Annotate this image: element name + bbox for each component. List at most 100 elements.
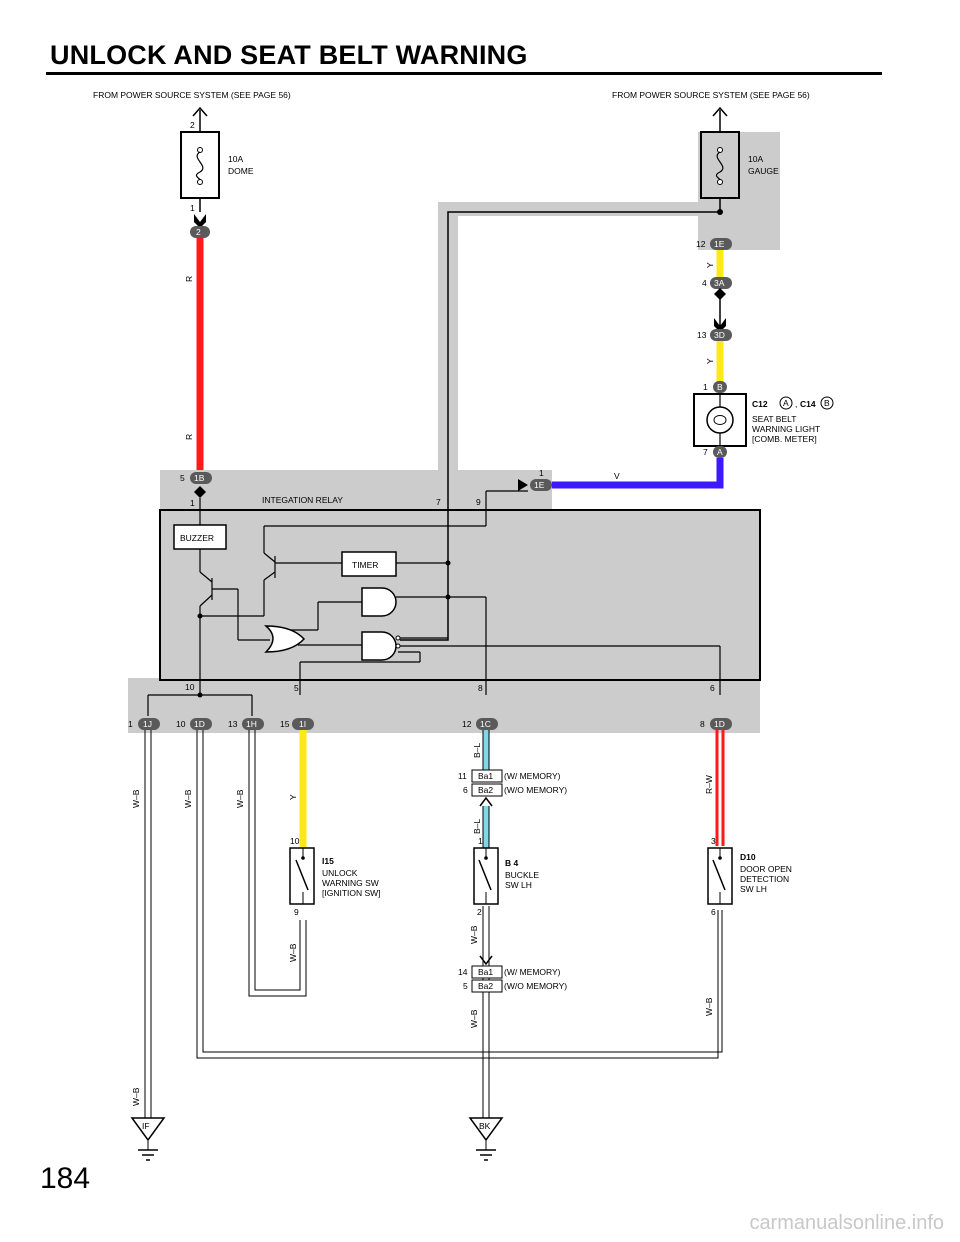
wire-color-wb-5: W–B xyxy=(469,925,479,944)
badge-b-label: B xyxy=(824,398,830,408)
violet-wire xyxy=(552,458,724,489)
dome-fuse-rating: 10A xyxy=(228,154,243,164)
power-source-right-label: FROM POWER SOURCE SYSTEM (SEE PAGE 56) xyxy=(612,90,810,100)
or-gate xyxy=(263,625,306,653)
relay-top-shaded-area xyxy=(160,470,552,510)
component-sep: , xyxy=(795,399,797,409)
pin-8: 8 xyxy=(478,683,483,693)
memory-bot-w: (W/ MEMORY) xyxy=(504,967,561,977)
badge-b xyxy=(820,396,834,410)
pin-12-1e: 12 xyxy=(696,239,706,249)
wire-color-wb-2: W–B xyxy=(183,789,193,808)
warning-light-bulb xyxy=(706,406,734,434)
memory-bot-wo: (W/O MEMORY) xyxy=(504,981,567,991)
wire-color-r-2: R xyxy=(184,434,194,440)
ba2-top-box xyxy=(471,783,503,797)
connector-arrow-3a xyxy=(714,288,726,300)
pin-1-1j: 1 xyxy=(128,719,133,729)
wire-color-bl-2: B–L xyxy=(472,819,482,834)
ba2-bot-label: Ba2 xyxy=(478,981,493,991)
i15-switch xyxy=(289,847,315,905)
gauge-fuse xyxy=(700,106,740,199)
page-title: UNLOCK AND SEAT BELT WARNING xyxy=(50,40,528,70)
wb-ground-wires xyxy=(144,730,723,1118)
badge-a xyxy=(779,396,793,410)
pin-8-1d: 8 xyxy=(700,719,705,729)
buzzer-box xyxy=(173,524,227,550)
connector-1d-a xyxy=(190,718,212,730)
d10-line3: SW LH xyxy=(740,884,767,894)
gauge-fuse-name: GAUGE xyxy=(748,166,779,176)
connector-b-light xyxy=(713,381,727,393)
connector-1e-relay-label: 1E xyxy=(534,480,545,490)
pin-1-1e: 1 xyxy=(539,468,544,478)
connector-b-light-label: B xyxy=(717,382,723,392)
i15-line2: WARNING SW xyxy=(322,878,379,888)
pin-1-relay: 1 xyxy=(190,498,195,508)
splice-relay-3 xyxy=(197,613,203,619)
connector-1e-top xyxy=(710,238,732,250)
upper-shaded-path xyxy=(438,202,698,470)
connector-1i-label: 1I xyxy=(299,719,306,729)
wire-color-wb-7: W–B xyxy=(704,997,714,1016)
connector-1b xyxy=(190,472,212,484)
integration-relay-box xyxy=(159,509,761,681)
pin-5: 5 xyxy=(294,683,299,693)
title-rule xyxy=(46,72,882,75)
connector-1d-a-label: 1D xyxy=(194,719,205,729)
pin-7-a: 7 xyxy=(703,447,708,457)
timer-label: TIMER xyxy=(352,560,378,570)
b4-code: B 4 xyxy=(505,858,519,868)
connector-arrow-ba-bot xyxy=(479,955,493,966)
wire-color-wb-8: W–B xyxy=(131,1087,141,1106)
wire-color-y-1: Y xyxy=(705,262,715,268)
pin-15-1i: 15 xyxy=(280,719,290,729)
dome-fuse-pin-top: 2 xyxy=(190,120,195,130)
splice-relay-2 xyxy=(445,594,451,600)
connector-1d-b xyxy=(710,718,732,730)
i15-line1: UNLOCK xyxy=(322,868,358,878)
connector-1e-top-label: 1E xyxy=(714,239,725,249)
relay-internal-wiring xyxy=(147,490,721,716)
d10-switch xyxy=(707,847,733,905)
connector-1d-b-label: 1D xyxy=(714,719,725,729)
connector-1i xyxy=(292,718,314,730)
connector-a-light-label: A xyxy=(717,447,723,457)
connector-a-light xyxy=(713,446,727,458)
warning-light-line1: SEAT BELT xyxy=(752,414,796,424)
b4-line1: BUCKLE xyxy=(505,870,539,880)
b4-line2: SW LH xyxy=(505,880,532,890)
ba1-bot-label: Ba1 xyxy=(478,967,493,977)
buzzer-label: BUZZER xyxy=(180,533,214,543)
wire-color-bl-1: B–L xyxy=(472,743,482,758)
and-gate-upper xyxy=(361,587,397,617)
warning-light-line2: WARNING LIGHT xyxy=(752,424,820,434)
ba1-bot-box xyxy=(471,965,503,979)
pin-2-b4: 2 xyxy=(477,907,482,917)
ba2-top-label: Ba2 xyxy=(478,785,493,795)
timer-box xyxy=(341,551,397,577)
watermark: carmanualsonline.info xyxy=(749,1212,944,1234)
ground-if xyxy=(130,1117,166,1161)
i15-line3: [IGNITION SW] xyxy=(322,888,381,898)
connector-3a xyxy=(710,277,732,289)
gauge-fuse-rating: 10A xyxy=(748,154,763,164)
warning-light-line3: [COMB. METER] xyxy=(752,434,817,444)
pin-6: 6 xyxy=(710,683,715,693)
wire-color-wb-3: W–B xyxy=(235,789,245,808)
pin-10-1d: 10 xyxy=(176,719,186,729)
connector-1c-label: 1C xyxy=(480,719,491,729)
pin-5-1b: 5 xyxy=(180,473,185,483)
connector-arrow-3d xyxy=(714,318,726,332)
connector-2-label: 2 xyxy=(196,227,201,237)
connector-1h-label: 1H xyxy=(246,719,257,729)
dome-fuse-pin-bottom: 1 xyxy=(190,203,195,213)
ground-bk xyxy=(468,1117,504,1161)
b4-switch xyxy=(473,847,499,905)
connector-3d-label: 3D xyxy=(714,330,725,340)
wire-color-wb-1: W–B xyxy=(131,789,141,808)
pin-9-i15: 9 xyxy=(294,907,299,917)
gauge-feed-wire xyxy=(400,198,721,641)
pin-4-3a: 4 xyxy=(702,278,707,288)
pin-1-b: 1 xyxy=(703,382,708,392)
